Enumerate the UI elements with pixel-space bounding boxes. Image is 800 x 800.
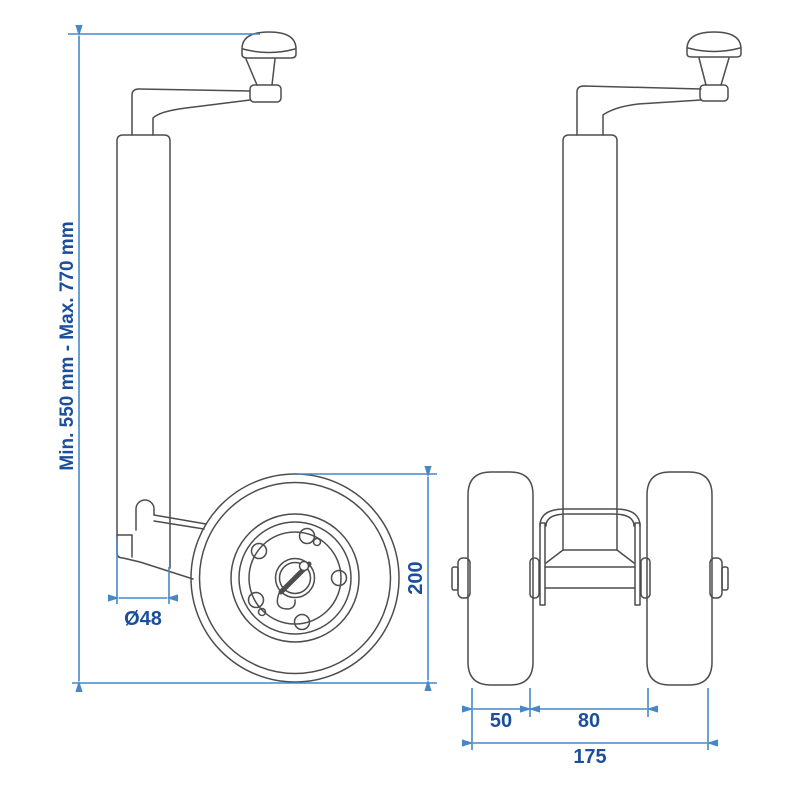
dimension-labels: Min. 550 mm - Max. 770 mm Ø48 200 50 80 … <box>57 221 607 768</box>
crank-knob <box>241 31 297 59</box>
crank-knob-contour <box>687 47 741 53</box>
small-hole <box>312 537 322 547</box>
wheel-gap-label: 80 <box>578 710 600 732</box>
height-range-label: Min. 550 mm - Max. 770 mm <box>57 221 78 470</box>
bolt-hole <box>247 591 265 609</box>
front-tube <box>562 134 618 551</box>
front-wheels <box>451 471 729 686</box>
bracket-arch-outer <box>539 508 641 527</box>
bolt-hole <box>330 569 348 587</box>
crank-arm <box>576 85 702 136</box>
hub-boss-inner <box>278 561 312 595</box>
axle-clip <box>276 590 296 610</box>
small-hole <box>257 607 267 617</box>
crank-arm-underside <box>152 99 251 136</box>
bolt-hole <box>293 613 311 631</box>
crank-knob-holder <box>249 84 282 103</box>
rim-outer <box>230 513 360 643</box>
fork-arm-mid <box>153 520 205 530</box>
side-view <box>116 31 400 683</box>
wheel-diameter-label: 200 <box>405 561 427 594</box>
right-inner-hub <box>640 557 651 599</box>
crank-knob-contour <box>242 48 296 54</box>
axle-pin-dot <box>298 560 310 572</box>
crank-knob-stem <box>698 57 730 86</box>
crank-arm <box>131 88 251 136</box>
bracket-plate-left <box>539 522 546 606</box>
tire-inner <box>198 481 392 675</box>
bolt-hole <box>298 527 316 545</box>
bracket-plate-right <box>634 522 641 606</box>
left-wheel <box>467 471 534 686</box>
tube-diameter-label: Ø48 <box>124 608 162 630</box>
right-outer-hubcap-tip <box>721 566 729 591</box>
tire-outer <box>190 473 400 683</box>
front-view <box>451 31 742 686</box>
left-inner-hub <box>529 557 540 599</box>
fork-arm-top <box>153 514 207 525</box>
front-crank-handle <box>576 31 742 136</box>
axle-bar <box>544 566 636 589</box>
crank-knob-holder <box>699 84 729 102</box>
hub-bolt-holes <box>247 527 348 631</box>
crank-knob <box>686 31 742 58</box>
front-bracket <box>539 508 641 606</box>
side-tube <box>116 134 171 569</box>
bracket-bottom-edge <box>116 534 194 580</box>
side-crank-handle <box>131 31 297 136</box>
crank-knob-stem <box>245 58 276 86</box>
left-outer-hubcap-tip <box>451 566 459 591</box>
wheel-width-label: 50 <box>490 710 512 732</box>
rim-inner <box>238 521 352 635</box>
bracket-arch-inner <box>545 513 635 527</box>
side-wheel-bracket <box>116 499 207 580</box>
dimension-annotations <box>68 25 718 750</box>
side-wheel <box>190 473 400 683</box>
front-tube-taper <box>545 549 635 564</box>
hub-boss-outer <box>274 557 316 599</box>
crank-arm-underside <box>602 99 702 136</box>
bracket-slot <box>135 499 155 531</box>
overall-width-label: 175 <box>573 746 606 768</box>
bolt-hole <box>250 542 268 560</box>
right-wheel <box>646 471 713 686</box>
